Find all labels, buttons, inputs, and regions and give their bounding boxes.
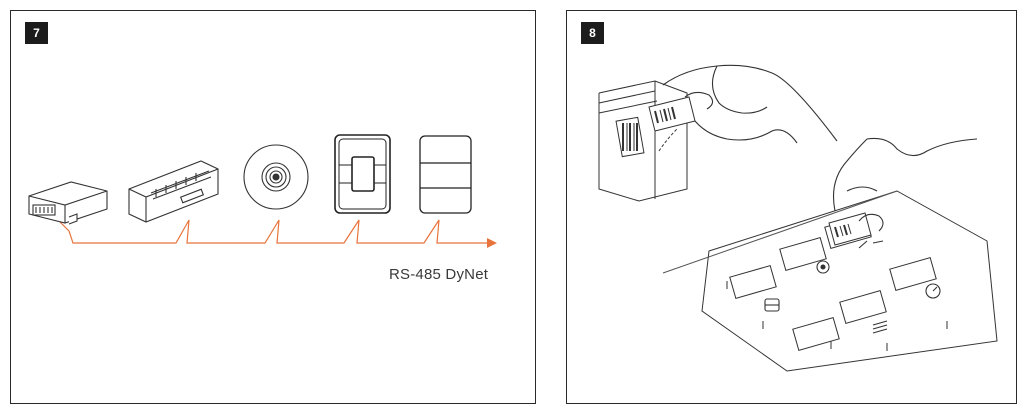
- din-rail-module-icon: [128, 160, 219, 223]
- dynet-bus-line: [58, 219, 487, 244]
- wiring-diagram: [28, 134, 497, 248]
- hand-top-illustration: [662, 64, 838, 144]
- dynet-arrow-head: [487, 238, 497, 248]
- step-number-badge: 7: [25, 22, 48, 44]
- network-label: RS-485 DyNet: [389, 266, 489, 283]
- step-number-badge: 8: [581, 22, 604, 44]
- device-housing-icon: [598, 80, 688, 202]
- sheet-perforation-ticks: [726, 281, 948, 351]
- two-button-switch-icon: [419, 135, 472, 214]
- sheet-icons: [764, 240, 941, 334]
- barcode-label-peeled: [828, 212, 872, 246]
- step-8-panel: 8: [566, 10, 1017, 404]
- hand-bottom-illustration: [832, 137, 978, 232]
- step-7-panel: 7: [10, 10, 536, 404]
- label-sheet: [662, 190, 998, 372]
- round-sensor-icon: [243, 144, 309, 210]
- controller-device-icon: [28, 181, 108, 225]
- keypad-panel-icon: [334, 134, 391, 214]
- labeling-illustration: [598, 64, 998, 372]
